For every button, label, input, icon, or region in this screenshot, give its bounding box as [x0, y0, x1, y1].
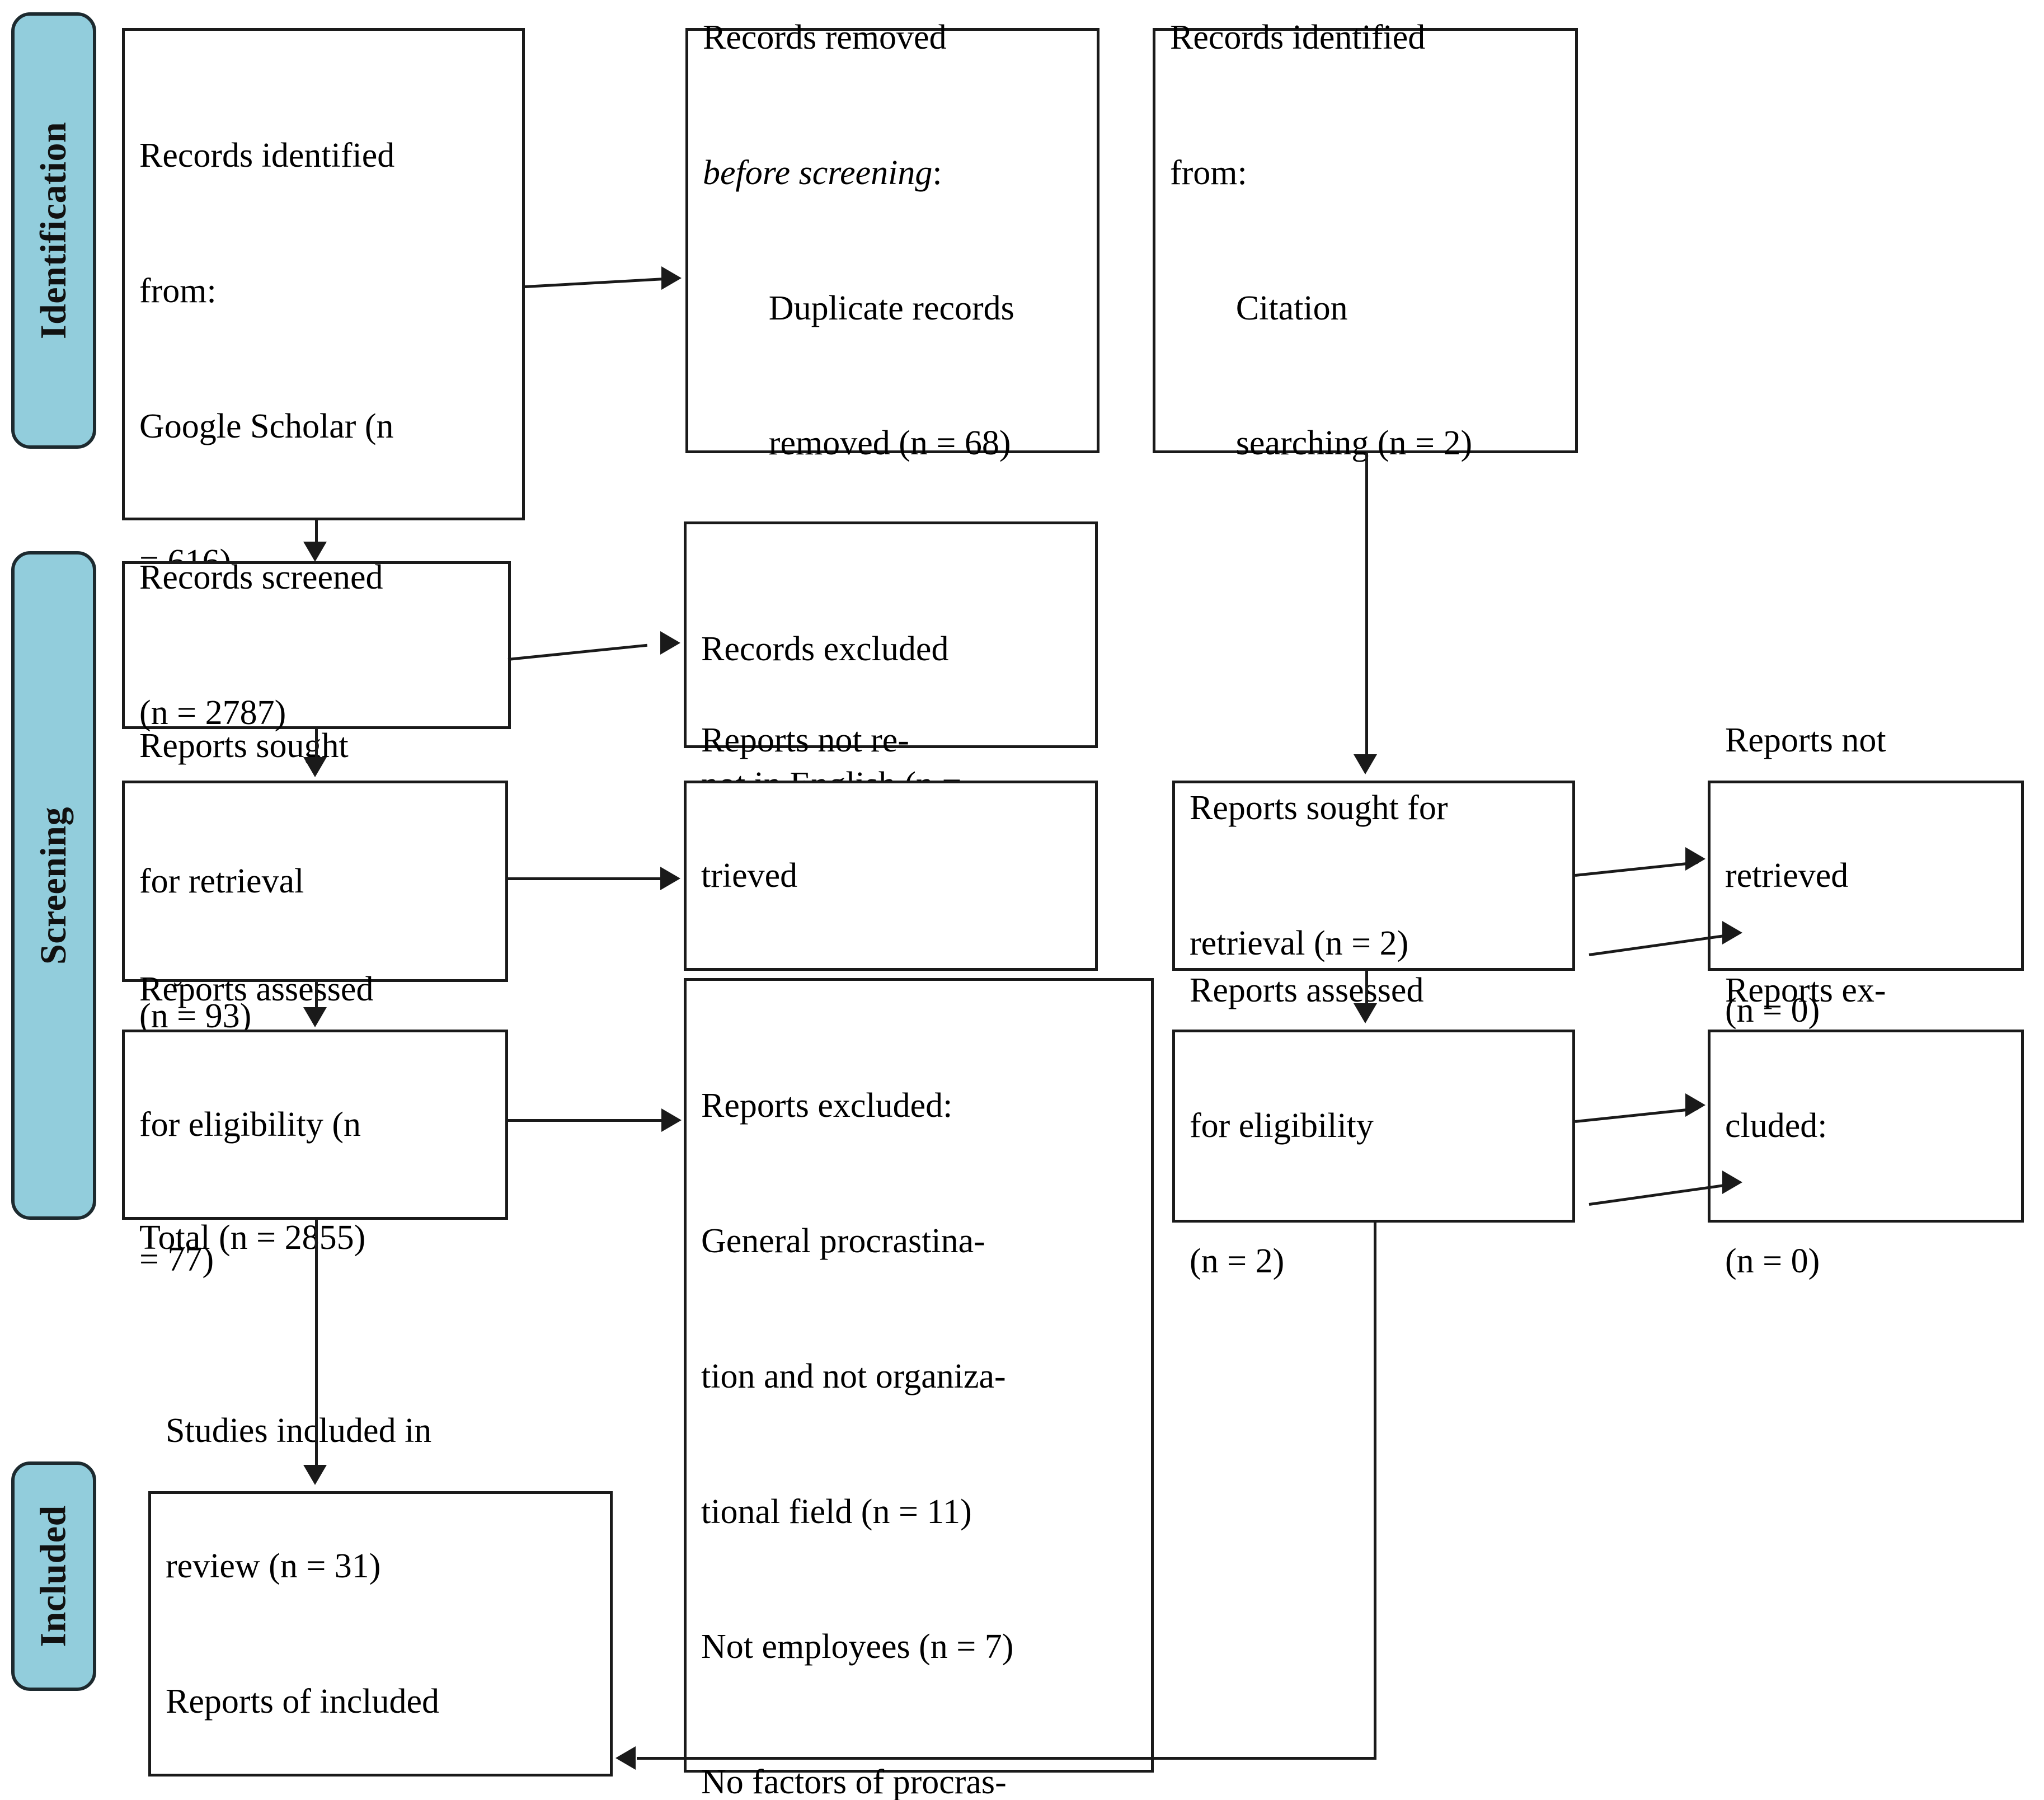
arrow-extra-into-citation-excluded — [1722, 1171, 1742, 1194]
arrow-citation-sought-to-notretrieved — [1685, 847, 1705, 871]
connector-citation-sought-to-assessed — [1365, 971, 1368, 1004]
arrow-identified-to-removed — [661, 266, 682, 290]
box-reports-assessed-databases-text: Reports assessed for eligibility (n = 77… — [139, 970, 374, 1279]
arrow-sought-to-assessed — [303, 1007, 327, 1027]
connector-identified-to-screened — [315, 520, 318, 545]
box-records-screened: Records screened (n = 2787) — [122, 558, 511, 732]
italic-subheading: before screening: — [703, 153, 942, 192]
box-records-removed-before-screening: Records removed before screening: Duplic… — [685, 18, 1099, 462]
box-records-identified-citation-text: Records identified from: Citation search… — [1170, 18, 1473, 463]
connector-screened-to-sought — [315, 729, 318, 758]
connector-citation-assessed-down — [1374, 1223, 1376, 1760]
box-reports-excluded-citation-text: Reports ex- cluded: (n = 0) — [1725, 971, 1886, 1280]
arrow-screened-to-excluded — [660, 631, 680, 655]
connector-assessed-to-included — [315, 1220, 318, 1466]
arrow-identified-to-screened — [303, 542, 327, 562]
arrow-assessed-to-included — [303, 1465, 327, 1485]
box-reports-sought-databases: Reports sought for retrieval (n = 93) — [122, 727, 508, 1035]
arrow-extra-into-notretrieved — [1722, 921, 1742, 944]
box-reports-assessed-databases: Reports assessed for eligibility (n = 77… — [122, 970, 508, 1279]
connector-screened-to-excluded — [508, 643, 647, 661]
box-studies-included-text: Studies included in review (n = 31) Repo… — [166, 1412, 440, 1721]
box-records-identified-databases: Records identified from: Google Scholar … — [122, 28, 525, 1257]
phase-label-included-text: Included — [33, 1505, 74, 1647]
connector-citation-assessed-left — [637, 1757, 1376, 1760]
box-reports-sought-databases-text: Reports sought for retrieval (n = 93) — [139, 726, 349, 1036]
box-reports-sought-citation-text: Reports sought for retrieval (n = 2) — [1190, 788, 1448, 962]
box-reports-excluded-databases-text: Reports excluded: General procrastina- t… — [701, 1087, 1014, 1800]
box-reports-sought-citation: Reports sought for retrieval (n = 2) — [1172, 781, 1575, 971]
phase-label-screening: Screening — [11, 551, 96, 1220]
connector-assessed-to-excluded — [508, 1119, 666, 1122]
connector-citation-to-sought — [1365, 453, 1368, 755]
arrow-citation-to-sought — [1354, 754, 1377, 774]
connector-identified-to-removed — [524, 278, 665, 288]
box-reports-excluded-citation: Reports ex- cluded: (n = 0) — [1708, 971, 2024, 1280]
phase-label-screening-text: Screening — [33, 806, 74, 965]
box-reports-excluded-databases: Reports excluded: General procrastina- t… — [684, 978, 1154, 1800]
box-records-identified-citation: Records identified from: Citation search… — [1153, 18, 1578, 462]
box-reports-not-retrieved-citation-text: Reports not retrieved (n = 0) — [1725, 721, 1886, 1030]
arrow-screened-to-sought — [303, 757, 327, 777]
connector-citation-sought-to-notretrieved — [1575, 861, 1698, 877]
box-reports-assessed-citation: Reports assessed for eligibility (n = 2) — [1172, 971, 1575, 1280]
arrow-citation-assessed-to-included — [615, 1746, 636, 1770]
phase-label-included: Included — [11, 1461, 96, 1691]
phase-label-identification: Identification — [11, 12, 96, 449]
arrow-citation-sought-to-assessed — [1354, 1003, 1377, 1023]
arrow-assessed-to-excluded — [661, 1108, 682, 1132]
box-reports-not-retrieved-databases: Reports not re- trieved (n = 16) — [684, 721, 1098, 1030]
box-records-screened-text: Records screened (n = 2787) — [139, 558, 383, 732]
connector-sought-to-notretrieved — [508, 877, 665, 880]
box-studies-included: Studies included in review (n = 31) Repo… — [148, 1412, 613, 1776]
box-reports-not-retrieved-citation: Reports not retrieved (n = 0) — [1708, 721, 2024, 1030]
box-reports-assessed-citation-text: Reports assessed for eligibility (n = 2) — [1190, 971, 1424, 1280]
phase-label-identification-text: Identification — [33, 121, 74, 340]
arrow-citation-assessed-to-excluded — [1685, 1093, 1705, 1117]
arrow-sought-to-notretrieved — [660, 867, 680, 890]
box-records-removed-before-screening-text: Records removed before screening: Duplic… — [703, 0, 1082, 556]
connector-sought-to-assessed — [315, 982, 318, 1009]
connector-citation-assessed-to-excluded — [1575, 1107, 1698, 1123]
